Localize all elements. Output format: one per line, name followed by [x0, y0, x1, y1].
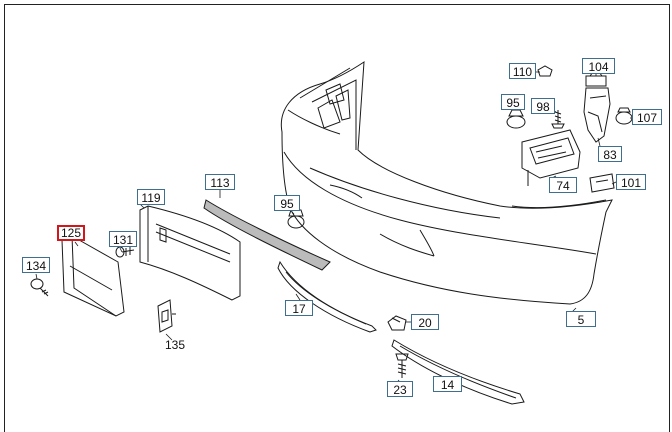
grommet-95a [506, 109, 526, 129]
callout-23[interactable]: 23 [387, 381, 413, 397]
plate-bracket-119 [139, 205, 241, 301]
mounting-bracket-83 [583, 87, 611, 143]
callout-17[interactable]: 17 [285, 300, 313, 316]
leader-lines [35, 71, 634, 387]
lower-trim-14 [391, 339, 525, 405]
callout-131[interactable]: 131 [109, 231, 137, 247]
grommet-95b [287, 209, 305, 229]
callout-104[interactable]: 104 [582, 58, 615, 74]
callout-107[interactable]: 107 [632, 109, 662, 125]
screw-98 [551, 110, 565, 129]
callout-20[interactable]: 20 [411, 314, 439, 330]
callout-74[interactable]: 74 [549, 177, 577, 193]
side-bracket-74 [521, 129, 581, 186]
callout-95-grille[interactable]: 95 [274, 195, 300, 211]
callout-83[interactable]: 83 [598, 146, 622, 162]
diagram-frame [4, 4, 670, 432]
clip-135 [157, 299, 176, 333]
screw-23 [395, 353, 409, 378]
bumper-cover [280, 61, 613, 305]
callout-125-selected[interactable]: 125 [57, 225, 85, 241]
grille-113 [203, 199, 331, 271]
callout-119[interactable]: 119 [137, 189, 165, 205]
callout-113[interactable]: 113 [205, 174, 235, 190]
grommet-107 [615, 107, 633, 125]
callout-101[interactable]: 101 [616, 174, 646, 190]
clip-101 [589, 173, 615, 193]
screw-134 [30, 278, 49, 297]
callout-14[interactable]: 14 [433, 376, 462, 392]
screw-131 [115, 246, 135, 258]
callout-110[interactable]: 110 [509, 63, 536, 79]
nut-110 [537, 65, 553, 77]
plate-125 [61, 235, 125, 317]
label-135[interactable]: 135 [165, 338, 186, 352]
trim-strip-17 [277, 260, 377, 333]
callout-134[interactable]: 134 [22, 257, 50, 273]
clip-20 [387, 315, 407, 331]
callout-98[interactable]: 98 [531, 98, 555, 114]
callout-5[interactable]: 5 [566, 311, 596, 327]
callout-95-upper[interactable]: 95 [501, 94, 525, 110]
